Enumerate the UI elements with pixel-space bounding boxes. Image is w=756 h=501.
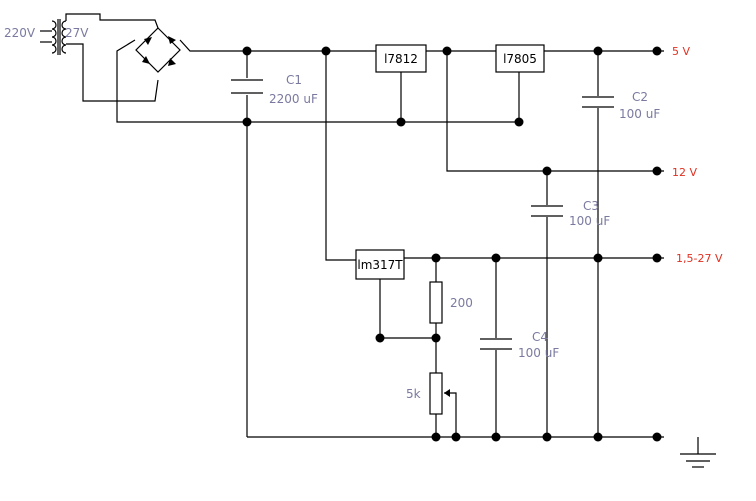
transformer-secondary-label: 27V xyxy=(65,26,89,40)
regulator-7805: l7805 xyxy=(495,44,545,73)
c4-value-label: 100 uF xyxy=(518,346,559,360)
junctions xyxy=(242,46,662,442)
c1-value-label: 2200 uF xyxy=(269,92,318,106)
transformer xyxy=(51,19,67,55)
output-5v-label: 5 V xyxy=(672,45,690,58)
regulator-lm317-label: lm317T xyxy=(357,258,403,272)
regulator-lm317: lm317T xyxy=(355,249,405,280)
capacitor-c2 xyxy=(582,96,614,108)
c3-value-label: 100 uF xyxy=(569,214,610,228)
resistor-200-label: 200 xyxy=(450,296,473,310)
c2-value-label: 100 uF xyxy=(619,107,660,121)
output-12v-label: 12 V xyxy=(672,166,697,179)
transformer-primary-label: 220V xyxy=(4,26,36,40)
resistor-200 xyxy=(429,281,443,324)
potentiometer-5k xyxy=(429,372,450,415)
capacitor-c3 xyxy=(531,205,563,217)
c1-ref-label: C1 xyxy=(286,73,302,87)
c4-ref-label: C4 xyxy=(532,330,548,344)
ground-icon xyxy=(680,437,716,468)
bridge-rectifier xyxy=(135,27,181,73)
output-adjustable-label: 1,5-27 V xyxy=(676,252,723,265)
potentiometer-5k-label: 5k xyxy=(406,387,421,401)
regulator-7812-label: l7812 xyxy=(384,52,418,66)
c3-ref-label: C3 xyxy=(583,199,599,213)
capacitor-c1 xyxy=(231,79,263,94)
c2-ref-label: C2 xyxy=(632,90,648,104)
regulator-7805-label: l7805 xyxy=(503,52,537,66)
capacitor-c4 xyxy=(480,338,512,350)
regulator-7812: l7812 xyxy=(375,44,427,73)
